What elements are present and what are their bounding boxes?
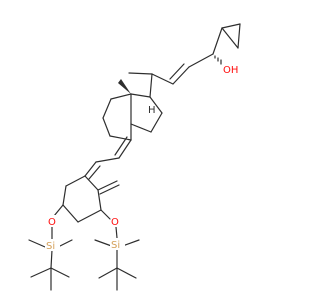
- wedge-methyl: [118, 79, 131, 94]
- silicon-label-right: Si: [111, 240, 120, 251]
- atom-labels: OH H O O Si Si: [45, 63, 243, 252]
- stereo-h-label: H: [148, 105, 156, 116]
- cd-ring-system: [102, 79, 163, 159]
- molecule-structure: OH H O O Si Si: [28, 23, 243, 291]
- a-ring: [53, 175, 120, 223]
- oxygen-label-left: O: [48, 217, 56, 228]
- hydroxyl-label: OH: [223, 65, 238, 76]
- oxygen-label-right: O: [111, 217, 119, 228]
- tbs-group-left: [28, 225, 73, 291]
- tbs-group-right: [94, 226, 140, 291]
- side-chain: [128, 23, 241, 98]
- hashed-bond-oh: [214, 55, 222, 65]
- triene-linker: [84, 157, 120, 180]
- silicon-label-left: Si: [46, 241, 55, 252]
